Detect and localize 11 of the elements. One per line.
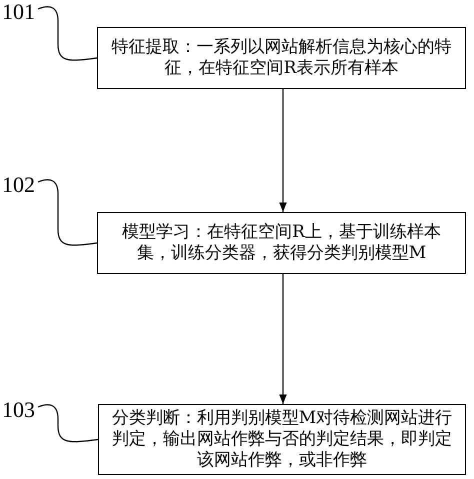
leader-line — [38, 179, 98, 246]
process-box: 分类判断：利用判别模型M对待检测网站进行判定，输出网站作弊与否的判定结果，即判定该网站作弊，或非作弊 — [98, 404, 466, 475]
callout-number: 101 — [2, 1, 35, 23]
callout-number: 102 — [2, 174, 35, 196]
arrow — [279, 274, 287, 404]
callout-number: 103 — [2, 399, 35, 421]
arrow — [279, 89, 287, 212]
process-box: 特征提取：一系列以网站解析信息为核心的特征，在特征空间R表示所有样本 — [97, 27, 466, 89]
process-box: 模型学习：在特征空间R上，基于训练样本集，训练分类器，获得分类判别模型M — [97, 212, 466, 274]
leader-line — [38, 404, 98, 442]
leader-line — [38, 6, 98, 61]
